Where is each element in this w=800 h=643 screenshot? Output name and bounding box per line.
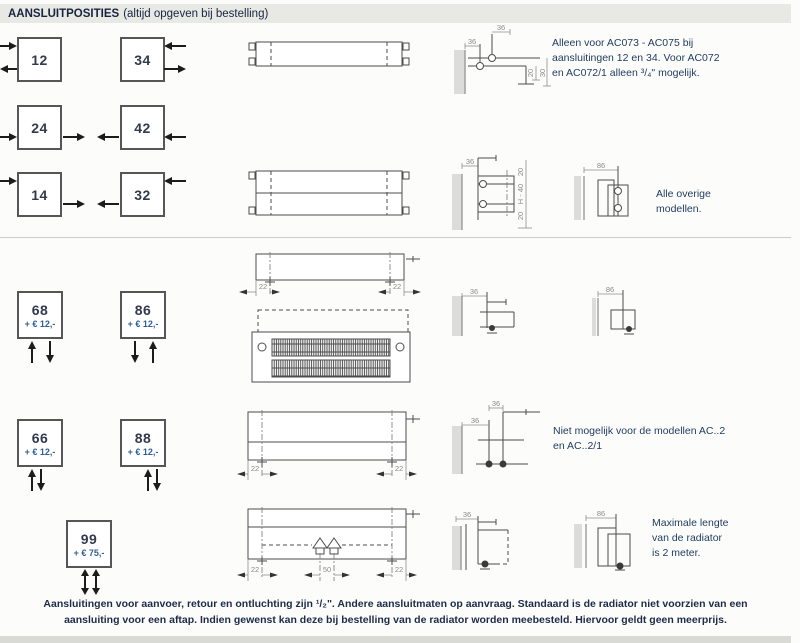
flow-up-arrow-88 (144, 469, 152, 491)
position-box-42: 42 (120, 105, 165, 150)
position-box-14: 14 (17, 172, 62, 217)
flow-out-arrow-32 (97, 200, 119, 208)
dim-label: 20 (516, 212, 525, 220)
header-bar: AANSLUITPOSITIES (altijd opgeven bij bes… (0, 4, 791, 23)
flow-down-arrow-68 (46, 341, 54, 363)
radiator-top-view-drawing-2 (248, 170, 410, 216)
flow-in-arrow-12 (0, 42, 17, 50)
position-code: 99 (80, 530, 98, 547)
dim-label: 22 (393, 282, 401, 291)
position-box-12: 12 (17, 37, 62, 82)
position-code: 86 (134, 301, 152, 318)
surcharge-label: + € 12,- (127, 446, 159, 457)
dim-label: 20 (526, 69, 535, 77)
wall-detail-row1: 36 36 20 30 (454, 24, 551, 94)
dim-label: 20 (516, 168, 525, 176)
position-code: 12 (31, 51, 48, 68)
position-box-68: 68 + € 12,- (17, 291, 63, 339)
dim-label: 22 (251, 464, 259, 473)
page-title: AANSLUITPOSITIES (8, 7, 120, 20)
radiator-front-drawing-99: 22 50 22 (237, 507, 420, 581)
dim-label: 36 (470, 287, 478, 296)
wall-detail-row5-right: 86 (574, 509, 631, 571)
flow-out-arrow-24 (63, 133, 85, 141)
surcharge-label: + € 12,- (24, 446, 56, 457)
flow-up-arrow-66 (28, 469, 36, 491)
surcharge-label: + € 75,- (73, 547, 105, 558)
flow-up-arrow-68 (28, 341, 36, 363)
position-box-88: 88 + € 12,- (120, 419, 166, 467)
dim-label: 22 (251, 565, 259, 574)
wall-detail-row3-left: 36 (452, 287, 515, 336)
position-box-24: 24 (17, 105, 62, 150)
page-subtitle: (altijd opgeven bij bestelling) (123, 7, 269, 20)
flow-updown-arrow-99 (92, 569, 100, 595)
flow-updown-arrow-99 (81, 569, 89, 595)
dim-label: 36 (468, 37, 476, 46)
dim-label: 36 (463, 510, 471, 519)
wall-detail-row4: 36 36 (452, 400, 540, 474)
note-row2: Alle overige modellen. (656, 188, 711, 216)
dim-label: H - 40 (516, 184, 525, 204)
position-code: 66 (31, 429, 49, 446)
section-divider (0, 237, 791, 238)
radiator-front-drawing-model2: 22 22 (237, 410, 420, 480)
dim-label: 22 (395, 464, 403, 473)
note-row1: Alleen voor AC073 - AC075 bij aansluitin… (552, 37, 720, 80)
position-code: 14 (31, 186, 48, 203)
position-box-34: 34 (120, 37, 165, 82)
position-code: 32 (134, 186, 151, 203)
dim-label: 86 (597, 161, 605, 170)
dim-label: 36 (471, 416, 479, 425)
radiator-top-view-drawing-1 (248, 41, 410, 67)
flow-in-arrow-14 (0, 177, 17, 185)
position-code: 42 (134, 119, 151, 136)
position-code: 88 (134, 429, 152, 446)
flow-down-arrow-66 (37, 469, 45, 491)
page-bottom-edge (0, 636, 791, 643)
dim-label: 22 (395, 565, 403, 574)
flow-out-arrow-42 (97, 133, 119, 141)
radiator-front-drawing-22: 22 22 (239, 252, 421, 296)
position-box-99: 99 + € 75,- (66, 520, 112, 568)
position-box-32: 32 (120, 172, 165, 217)
dim-label: 86 (606, 285, 614, 294)
dim-label: 36 (466, 157, 474, 166)
flow-in-arrow-24 (0, 133, 17, 141)
wall-detail-row5-left: 36 (452, 510, 509, 570)
flow-up-arrow-86 (149, 341, 157, 363)
flow-out-arrow-14 (63, 200, 85, 208)
wall-detail-row3-right: 86 (592, 285, 636, 336)
wall-detail-row2-right: 86 (574, 161, 629, 220)
dim-label: 36 (492, 400, 500, 408)
dim-label: 30 (538, 69, 547, 77)
flow-in-arrow-32 (164, 177, 186, 185)
surcharge-label: + € 12,- (24, 318, 56, 329)
flow-in-arrow-34 (164, 42, 186, 50)
dim-label: 22 (259, 282, 267, 291)
flow-out-arrow-34 (164, 65, 186, 73)
position-code: 24 (31, 119, 48, 136)
note-row5: Maximale lengte van de radiator is 2 met… (652, 517, 729, 560)
position-box-86: 86 + € 12,- (120, 291, 166, 339)
position-box-66: 66 + € 12,- (17, 419, 63, 467)
position-code: 34 (134, 51, 151, 68)
footer-note: Aansluitingen voor aanvoer, retour en on… (43, 598, 748, 626)
flow-out-arrow-12 (0, 65, 17, 73)
flow-down-arrow-88 (153, 469, 161, 491)
dim-label: 36 (497, 24, 505, 32)
flow-down-arrow-86 (131, 341, 139, 363)
position-code: 68 (31, 301, 49, 318)
wall-detail-row2-left: 36 20 H - 40 20 (452, 155, 532, 230)
radiator-grille-drawing (251, 309, 411, 383)
dim-label: 86 (597, 509, 605, 518)
dim-label: 50 (323, 565, 331, 574)
surcharge-label: + € 12,- (127, 318, 159, 329)
note-row4: Niet mogelijk voor de modellen AC..2 en … (553, 425, 726, 453)
flow-in-arrow-42 (164, 133, 186, 141)
